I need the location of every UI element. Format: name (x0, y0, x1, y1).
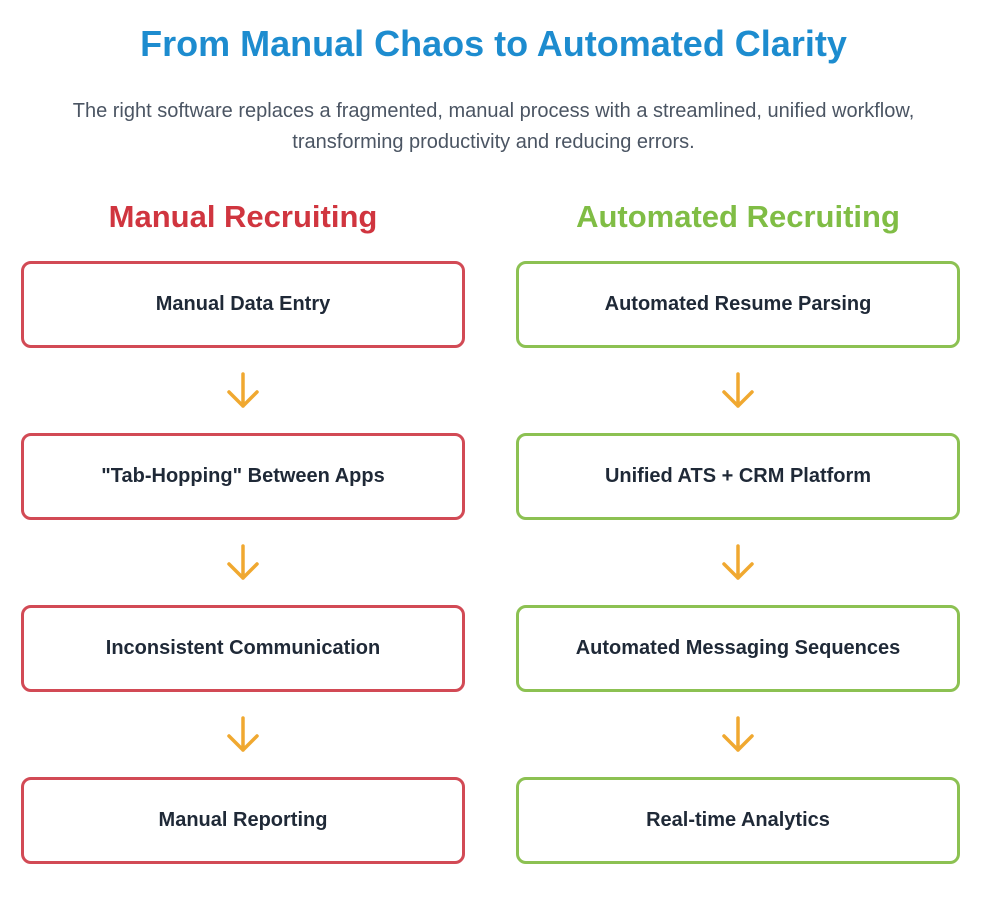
manual-step-tab-hopping: "Tab-Hopping" Between Apps (21, 433, 465, 520)
automated-step-resume-parsing: Automated Resume Parsing (516, 261, 960, 348)
automated-step-messaging-sequences: Automated Messaging Sequences (516, 605, 960, 692)
arrow-down-icon (21, 348, 465, 433)
automated-recruiting-column: Automated Recruiting Automated Resume Pa… (516, 195, 960, 864)
arrow-down-icon (516, 348, 960, 433)
automated-step-analytics: Real-time Analytics (516, 777, 960, 864)
arrow-down-icon (516, 520, 960, 605)
manual-recruiting-column: Manual Recruiting Manual Data Entry "Tab… (21, 195, 465, 864)
automated-step-unified-platform: Unified ATS + CRM Platform (516, 433, 960, 520)
manual-step-data-entry: Manual Data Entry (21, 261, 465, 348)
arrow-down-icon (21, 520, 465, 605)
arrow-down-icon (21, 692, 465, 777)
manual-step-reporting: Manual Reporting (21, 777, 465, 864)
page-title: From Manual Chaos to Automated Clarity (140, 23, 847, 64)
page-subtitle: The right software replaces a fragmented… (72, 100, 915, 153)
manual-recruiting-heading: Manual Recruiting (108, 199, 378, 234)
manual-step-inconsistent-communication: Inconsistent Communication (21, 605, 465, 692)
automated-recruiting-heading: Automated Recruiting (576, 199, 900, 234)
arrow-down-icon (516, 692, 960, 777)
